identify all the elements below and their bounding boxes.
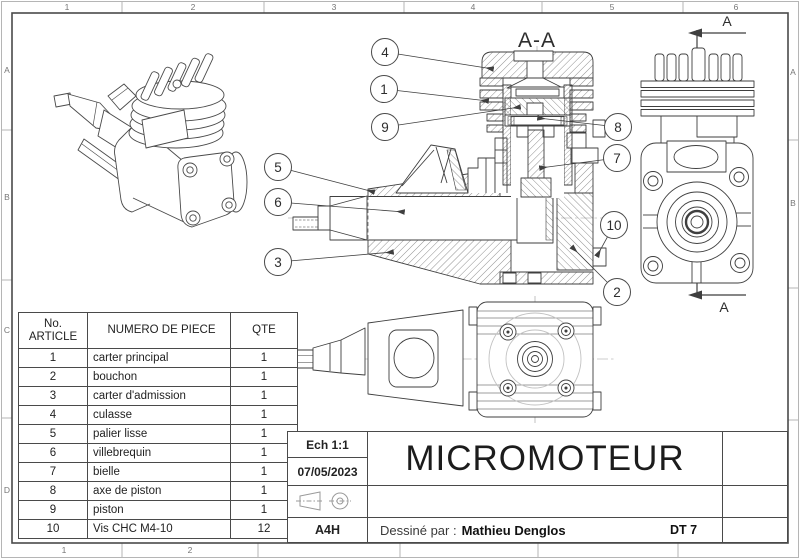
zone-ref-top-6: 6 (733, 2, 739, 12)
zone-ref-bottom-1: 1 (61, 545, 67, 555)
empty-cell-mid (367, 485, 723, 518)
drawn-by-label: Dessiné par : (380, 522, 457, 538)
parts-list-header-row: No. ARTICLE NUMERO DE PIECE QTE (18, 312, 298, 349)
title-block: Ech 1:1 07/05/2023 A4H MICROMOTEUR Dessi… (287, 431, 788, 543)
balloon-4: 4 (371, 38, 399, 66)
drawn-by-cell: Dessiné par : Mathieu Denglos DT 7 (367, 517, 723, 543)
top-view (285, 296, 614, 423)
balloon-8: 8 (604, 113, 632, 141)
balloon-10: 10 (600, 211, 628, 239)
balloon-1: 1 (370, 75, 398, 103)
empty-cell-right-mid (722, 485, 788, 518)
balloon-leaders (277, 51, 619, 293)
cutting-arrow-label-top: A (722, 13, 732, 29)
balloon-6: 6 (264, 188, 292, 216)
zone-ref-left-a: A (4, 65, 10, 75)
section-view-label: A-A (517, 29, 557, 52)
isometric-view (53, 53, 248, 228)
empty-cell-right-bottom (722, 517, 788, 543)
balloon-5: 5 (264, 153, 292, 181)
format-cell: A4H (287, 517, 368, 543)
drawing-title: MICROMOTEUR (367, 431, 723, 486)
zone-ref-top-3: 3 (331, 2, 337, 12)
col-header-qty: QTE (230, 312, 298, 349)
balloon-9: 9 (371, 113, 399, 141)
balloon-3: 3 (264, 248, 292, 276)
drawn-by-name: Mathieu Denglos (461, 522, 566, 538)
balloon-2: 2 (603, 278, 631, 306)
zone-ref-top-2: 2 (190, 2, 196, 12)
zone-ref-right-a: A (790, 67, 796, 77)
front-view (640, 28, 755, 300)
doc-ref: DT 7 (670, 523, 698, 537)
cutting-arrow-label-bottom: A (719, 299, 729, 315)
sheet-frame-inner (11, 12, 789, 544)
scale-cell: Ech 1:1 (287, 431, 368, 458)
projection-symbol-cell (287, 485, 368, 518)
empty-cell-right-top (722, 431, 788, 486)
zone-ref-right-b: B (790, 198, 796, 208)
zone-ref-bottom-2: 2 (187, 545, 193, 555)
zone-ref-top-5: 5 (609, 2, 615, 12)
date-cell: 07/05/2023 (287, 457, 368, 486)
zone-ref-left-b: B (4, 192, 10, 202)
col-header-piece: NUMERO DE PIECE (87, 312, 231, 349)
zone-ref-top-1: 1 (64, 2, 70, 12)
zone-ref-left-c: C (3, 325, 11, 335)
zone-ref-top-4: 4 (470, 2, 476, 12)
first-angle-projection-icon (296, 491, 351, 511)
balloon-7: 7 (603, 144, 631, 172)
col-header-article: No. ARTICLE (18, 312, 88, 349)
zone-ref-left-d: D (3, 485, 11, 495)
